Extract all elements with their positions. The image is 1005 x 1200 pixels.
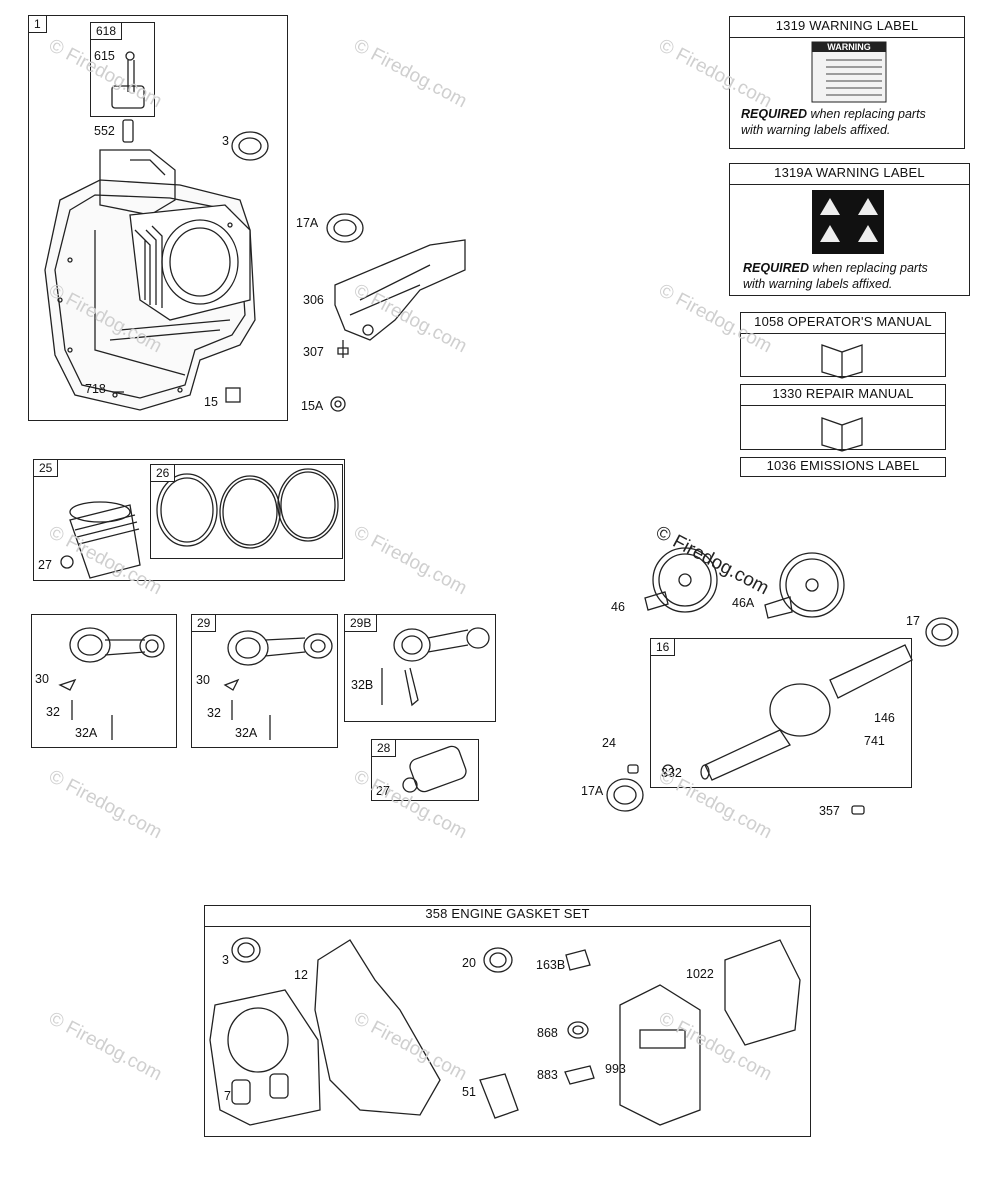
required-a-line1: when replacing parts: [808, 261, 928, 275]
gasket-label-20: 20: [462, 956, 476, 970]
warning-label-note: REQUIRED when replacing parts with warni…: [741, 106, 961, 138]
group-26-tag: 26: [150, 464, 176, 482]
operators-manual-title: 1058 OPERATOR'S MANUAL: [740, 314, 946, 334]
group-16-box: [650, 638, 912, 788]
rod-a-box: [31, 614, 177, 748]
gasket-label-3: 3: [222, 953, 229, 967]
label-306: 306: [303, 293, 324, 307]
label-30-a: 30: [35, 672, 49, 686]
warning-label-a-title: 1319A WARNING LABEL: [729, 165, 970, 185]
label-27-piston: 27: [38, 558, 52, 572]
repair-manual-title: 1330 REPAIR MANUAL: [740, 386, 946, 406]
label-357: 357: [819, 804, 840, 818]
label-17a-top: 17A: [296, 216, 319, 230]
warning-label-a-kit: [729, 163, 970, 296]
group-1-box: [28, 15, 288, 421]
label-146: 146: [874, 711, 895, 725]
group-618-tag: 618: [90, 22, 123, 40]
emissions-label-kit: [740, 457, 946, 477]
gasket-label-163b: 163B: [536, 958, 566, 972]
label-307: 307: [303, 345, 324, 359]
label-46: 46: [611, 600, 625, 614]
repair-manual-kit: [740, 384, 946, 450]
required-a-line2: with warning labels affixed.: [743, 277, 893, 291]
label-32-a: 32: [46, 705, 60, 719]
group-29b-box: [344, 614, 496, 722]
group-1-tag: 1: [28, 15, 47, 33]
gasket-label-1022: 1022: [686, 967, 714, 981]
group-618-box: [90, 22, 155, 117]
warning-sign-text: WARNING: [827, 42, 871, 52]
label-30-b: 30: [196, 673, 210, 687]
gasket-label-868: 868: [537, 1026, 558, 1040]
warning-label-kit: [729, 16, 965, 149]
required-line2: with warning labels affixed.: [741, 123, 891, 137]
required-bold-a: REQUIRED: [743, 261, 809, 275]
group-25-tag: 25: [33, 459, 59, 477]
label-741: 741: [864, 734, 885, 748]
label-32b: 32B: [351, 678, 374, 692]
label-32a-a: 32A: [75, 726, 98, 740]
label-32a-b: 32A: [235, 726, 258, 740]
required-bold: REQUIRED: [741, 107, 807, 121]
gasket-label-7: 7: [224, 1089, 231, 1103]
label-32-b: 32: [207, 706, 221, 720]
gasket-label-12: 12: [294, 968, 308, 982]
gasket-label-993: 993: [605, 1062, 626, 1076]
warning-label-title: 1319 WARNING LABEL: [729, 18, 965, 38]
label-27-pin: 27: [376, 784, 390, 798]
label-17: 17: [906, 614, 920, 628]
group-29-tag: 29: [191, 614, 217, 632]
gasket-label-51: 51: [462, 1085, 476, 1099]
operators-manual-kit: [740, 312, 946, 377]
group-26-box: [150, 464, 343, 559]
gasket-label-883: 883: [537, 1068, 558, 1082]
group-25-box: [33, 459, 345, 581]
label-17a-bottom: 17A: [581, 784, 604, 798]
warning-label-a-note: REQUIRED when replacing parts with warni…: [743, 260, 967, 292]
label-3-seal: 3: [222, 134, 229, 148]
label-15: 15: [204, 395, 218, 409]
cylinder-block-drawing: [44, 149, 256, 411]
gasket-set-title: 358 ENGINE GASKET SET: [204, 906, 811, 927]
label-332: 332: [661, 766, 682, 780]
label-24: 24: [602, 736, 616, 750]
label-615: 615: [94, 49, 115, 63]
label-15a: 15A: [301, 399, 324, 413]
group-29b-tag: 29B: [344, 614, 378, 632]
group-28-box: [371, 739, 479, 801]
label-718: 718: [85, 382, 106, 396]
group-16-tag: 16: [650, 638, 676, 656]
group-29-box: [191, 614, 338, 748]
gasket-set-box: [204, 905, 811, 1137]
label-552: 552: [94, 124, 115, 138]
group-28-tag: 28: [371, 739, 397, 757]
label-46a: 46A: [732, 596, 755, 610]
required-line1: when replacing parts: [806, 107, 926, 121]
emissions-label-title: 1036 EMISSIONS LABEL: [766, 458, 920, 473]
